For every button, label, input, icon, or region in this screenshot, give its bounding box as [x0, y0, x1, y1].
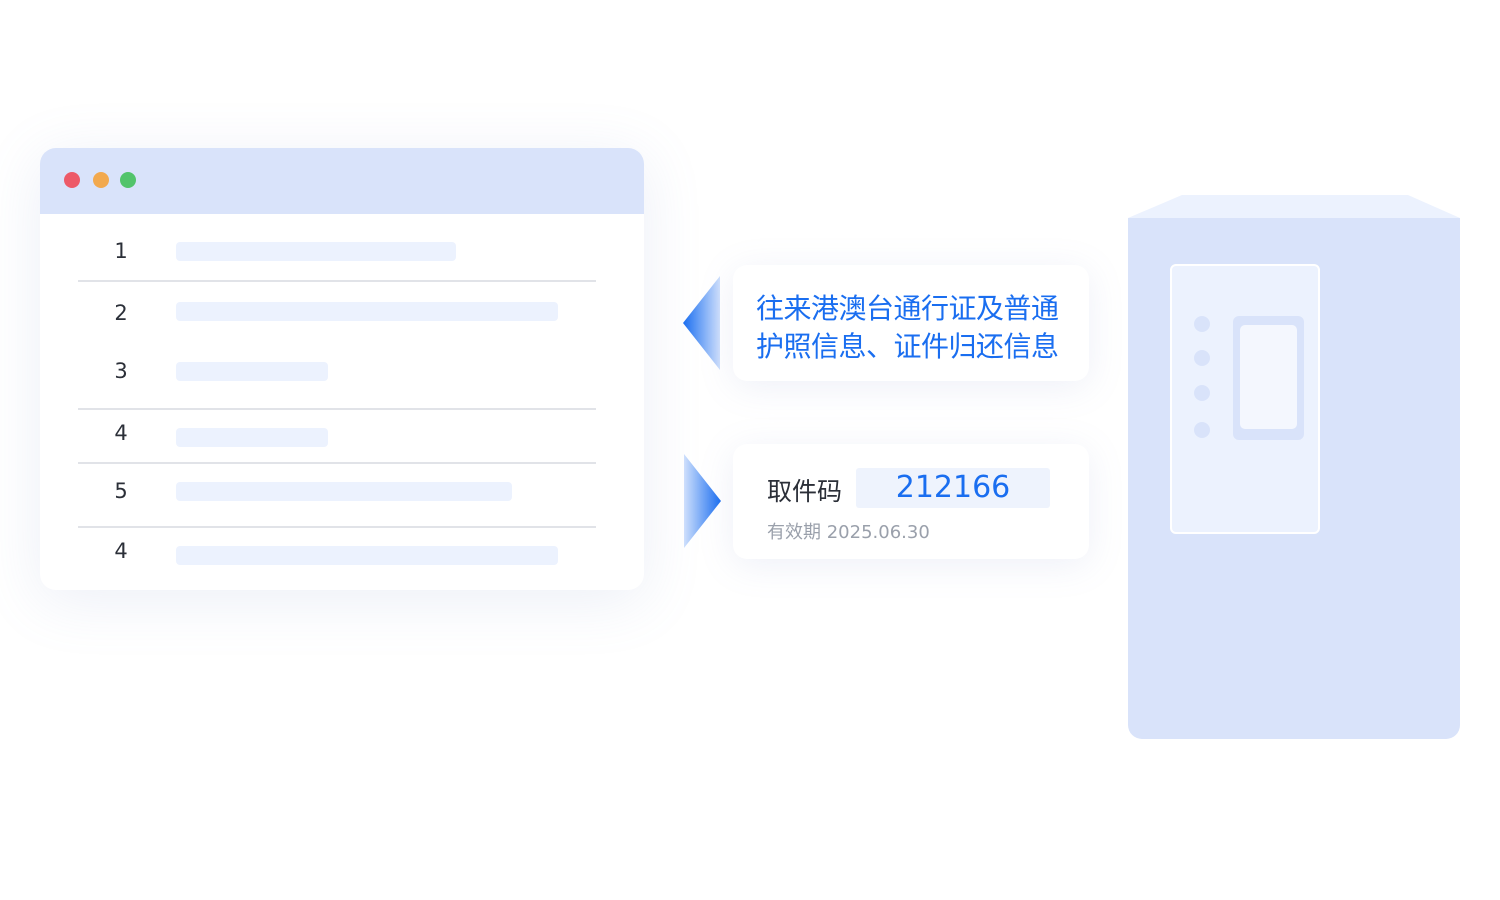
cabinet-roof [1128, 195, 1460, 218]
info-line-1: 往来港澳台通行证及普通 [756, 292, 1059, 325]
indicator-light-icon [1194, 385, 1210, 401]
list-window: 1 2 3 4 5 4 [40, 148, 644, 590]
info-line-2: 护照信息、证件归还信息 [756, 330, 1059, 363]
cabinet-screen-frame [1233, 316, 1304, 440]
placeholder-bar [176, 362, 328, 381]
pickup-code-label: 取件码 [767, 477, 843, 506]
row-divider [78, 280, 596, 282]
minimize-window-icon[interactable] [93, 172, 109, 188]
row-number: 5 [114, 479, 128, 503]
indicator-light-icon [1194, 350, 1210, 366]
indicator-light-icon [1194, 422, 1210, 438]
locker-cabinet-icon [1128, 218, 1460, 739]
row-number: 4 [114, 539, 128, 563]
row-divider [78, 408, 596, 410]
placeholder-bar [176, 302, 558, 321]
row-divider [78, 462, 596, 464]
window-titlebar [40, 148, 644, 214]
document-info-card: 往来港澳台通行证及普通 护照信息、证件归还信息 [733, 265, 1089, 381]
expiry-date-text: 有效期 2025.06.30 [767, 522, 930, 543]
maximize-window-icon[interactable] [120, 172, 136, 188]
row-number: 3 [114, 359, 128, 383]
row-number: 1 [114, 239, 128, 263]
placeholder-bar [176, 242, 456, 261]
placeholder-bar [176, 482, 512, 501]
row-divider [78, 526, 596, 528]
pickup-code-card: 取件码 212166 有效期 2025.06.30 [733, 444, 1089, 559]
placeholder-bar [176, 428, 328, 447]
placeholder-bar [176, 546, 558, 565]
triangle-pointer-right-icon [684, 454, 721, 548]
close-window-icon[interactable] [64, 172, 80, 188]
row-number: 4 [114, 421, 128, 445]
pickup-code-value: 212166 [895, 470, 1011, 505]
pickup-code-box: 212166 [856, 468, 1050, 508]
triangle-pointer-left-icon [683, 276, 720, 370]
cabinet-screen [1240, 325, 1297, 429]
row-number: 2 [114, 301, 128, 325]
indicator-light-icon [1194, 316, 1210, 332]
cabinet-control-panel [1170, 264, 1320, 534]
